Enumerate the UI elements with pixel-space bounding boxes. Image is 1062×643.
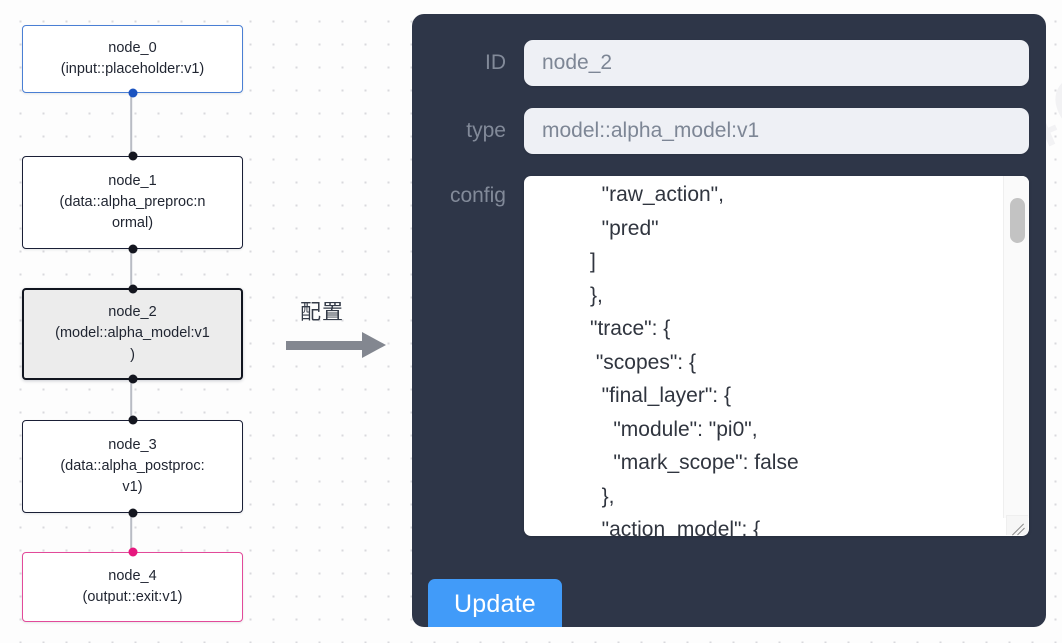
type-input[interactable] bbox=[524, 108, 1029, 154]
arrow-head-icon bbox=[362, 332, 386, 358]
config-scrollbar-thumb[interactable] bbox=[1010, 198, 1025, 243]
id-input[interactable] bbox=[524, 40, 1029, 86]
config-textarea[interactable]: "raw_action", "pred" ] }, "trace": { "sc… bbox=[524, 176, 965, 536]
config-field-label: config bbox=[449, 184, 506, 207]
graph-node-node_2[interactable]: node_2 (model::alpha_model:v1 ) bbox=[22, 284, 243, 384]
node-label: node_0 (input::placeholder:v1) bbox=[60, 39, 205, 77]
id-field-label: ID bbox=[485, 51, 506, 74]
config-textarea-wrapper[interactable]: "raw_action", "pred" ] }, "trace": { "sc… bbox=[524, 176, 1029, 536]
field-row-type: type bbox=[412, 108, 1029, 154]
graph-node-node_0[interactable]: node_0 (input::placeholder:v1) bbox=[22, 25, 243, 98]
node-handle-source[interactable] bbox=[128, 244, 137, 254]
config-resize-handle-icon[interactable] bbox=[1006, 515, 1028, 535]
node-handle-source[interactable] bbox=[128, 508, 137, 518]
node-handle-target[interactable] bbox=[128, 284, 137, 294]
node-handle-target[interactable] bbox=[128, 415, 137, 425]
node-label: node_4 (output::exit:v1) bbox=[82, 567, 183, 605]
field-row-config: config "raw_action", "pred" ] }, "trace"… bbox=[412, 176, 1029, 536]
node-handle-source[interactable] bbox=[128, 374, 137, 384]
graph-node-node_3[interactable]: node_3 (data::alpha_postproc: v1) bbox=[22, 415, 243, 518]
node-handle-source[interactable] bbox=[128, 88, 137, 98]
edge-node3-node4 bbox=[130, 513, 132, 552]
node-handle-target[interactable] bbox=[128, 151, 137, 161]
node-label: node_3 (data::alpha_postproc: v1) bbox=[60, 436, 205, 495]
graph-node-node_4[interactable]: node_4 (output::exit:v1) bbox=[22, 547, 243, 622]
edge-node1-node2 bbox=[130, 249, 132, 288]
type-field-label: type bbox=[466, 119, 506, 142]
field-row-id: ID bbox=[412, 40, 1029, 86]
graph-node-node_1[interactable]: node_1 (data::alpha_preproc:n ormal) bbox=[22, 151, 243, 254]
flow-arrow-group: 配置 bbox=[286, 296, 396, 366]
node-handle-target[interactable] bbox=[128, 547, 137, 557]
config-scrollbar[interactable] bbox=[1003, 176, 1029, 518]
edge-node2-node3 bbox=[130, 380, 132, 420]
update-button[interactable]: Update bbox=[428, 579, 562, 627]
edge-node0-node1 bbox=[130, 93, 132, 156]
arrow-label: 配置 bbox=[300, 300, 344, 324]
arrow-shaft bbox=[286, 341, 364, 350]
node-label: node_1 (data::alpha_preproc:n ormal) bbox=[59, 172, 206, 231]
node-config-panel: ID type config "raw_action", "pred" ] },… bbox=[412, 14, 1046, 627]
node-label: node_2 (model::alpha_model:v1 ) bbox=[55, 304, 210, 363]
